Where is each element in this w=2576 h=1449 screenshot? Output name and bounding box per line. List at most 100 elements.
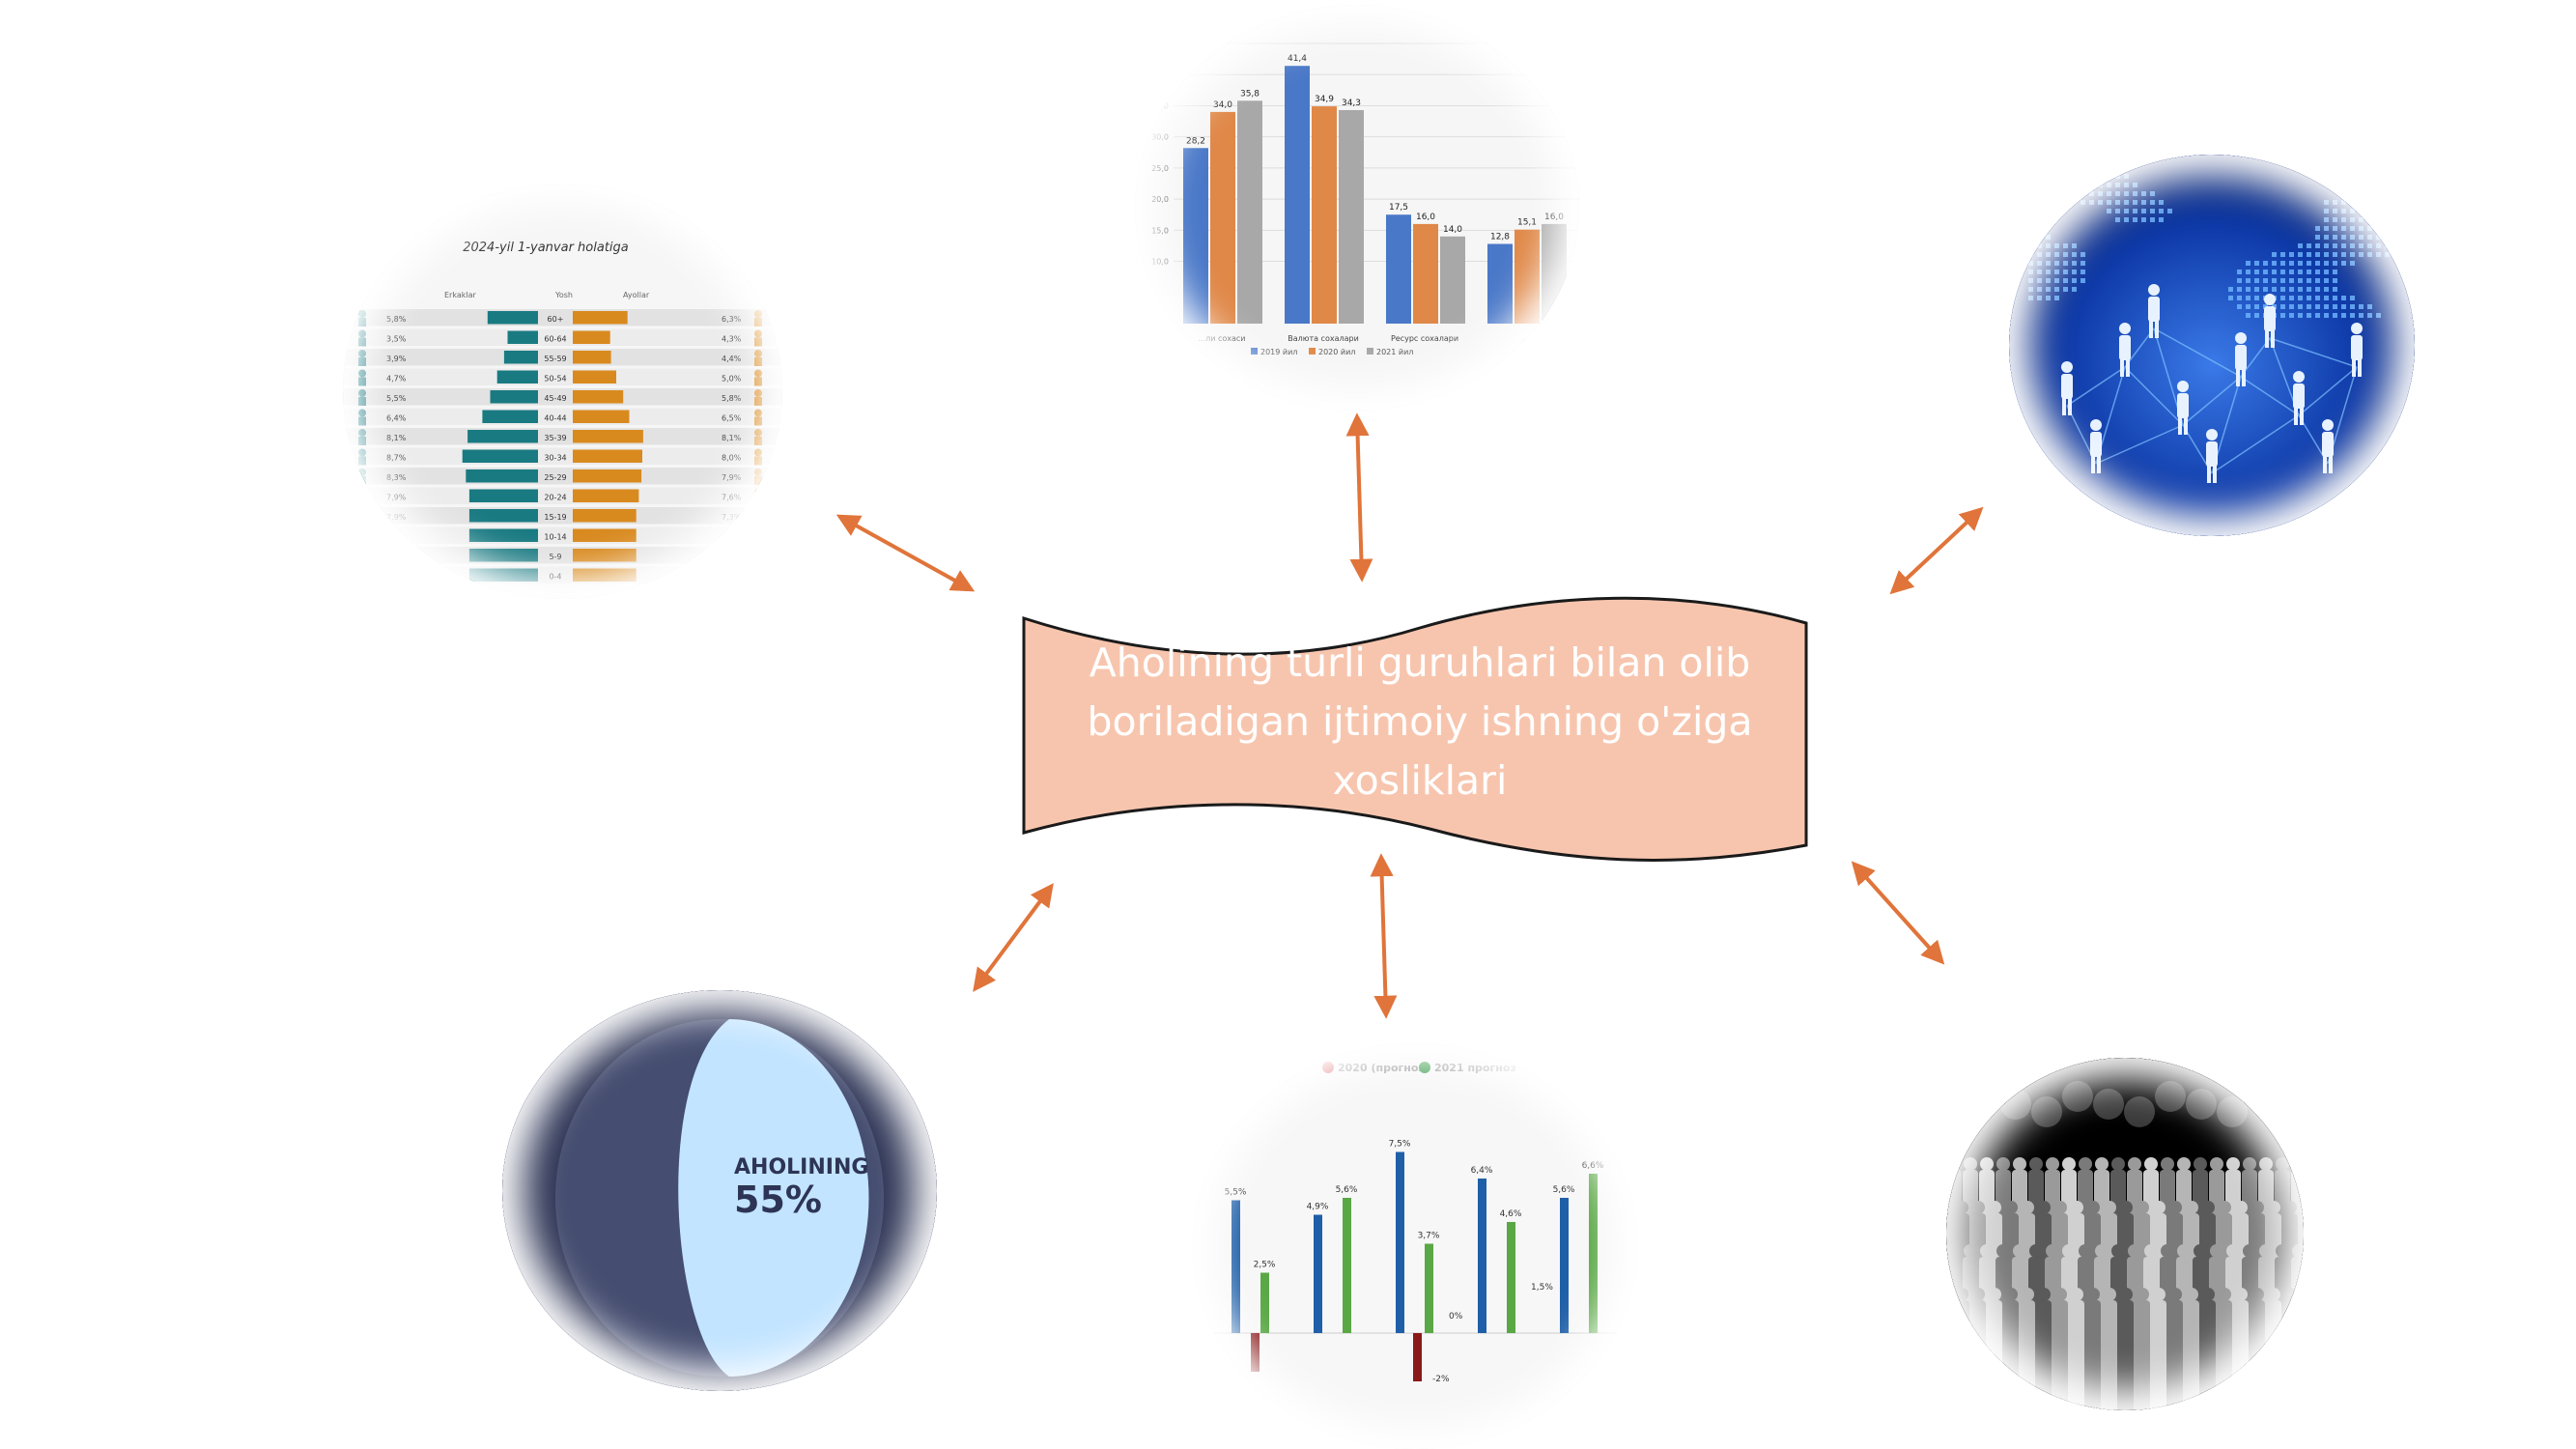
legend-label: 2021 йил [1376, 348, 1413, 356]
pyramid-female-share: 6,3% [722, 315, 742, 324]
pyramid-female-bar [573, 449, 642, 463]
map-dot [2246, 261, 2250, 266]
pyramid-male-share: 8,1% [386, 434, 407, 442]
category-label: Ресурс сохалари [1391, 334, 1458, 343]
map-dot [2280, 278, 2285, 283]
pyramid-row-bg [343, 349, 782, 366]
person-leg [2149, 321, 2153, 338]
person-body [2206, 441, 2218, 467]
crowd-background-head [2124, 1096, 2155, 1127]
crowd-head [2086, 1288, 2100, 1301]
map-dot [2098, 200, 2103, 205]
map-dot [2237, 296, 2242, 300]
pie-graphic: AHOLINING 55% [502, 990, 937, 1391]
network-graphic [2009, 155, 2415, 536]
bar-value-label: 34,0 [1213, 100, 1232, 110]
bar-value-label: 4,9% [1307, 1203, 1329, 1212]
crowd-head [2243, 1244, 2256, 1258]
map-dot [2263, 270, 2268, 274]
map-dot [2159, 217, 2164, 222]
pyramid-row-bg [343, 309, 782, 327]
map-dot [2307, 296, 2311, 300]
crowd-head [2037, 1288, 2051, 1301]
map-dot [2289, 261, 2294, 266]
map-dot [2254, 261, 2259, 266]
map-dot [2054, 261, 2059, 266]
map-dot [2246, 278, 2250, 283]
legend-dot [1419, 1062, 1430, 1073]
pyramid-female-share: 4,3% [722, 335, 742, 344]
map-dot [2367, 313, 2372, 318]
legend-label: 2021 прогноз [1434, 1062, 1516, 1074]
crowd-body [2135, 1300, 2150, 1410]
bar-value-label: 5,5% [1225, 1188, 1247, 1198]
pyramid-female-share: 5,8% [722, 394, 742, 403]
pyramid-age-label: 50-54 [544, 375, 566, 384]
male-person-icon [358, 448, 366, 457]
crowd-head [2276, 1157, 2289, 1171]
bar-value-label: 16,0 [1416, 213, 1435, 222]
map-dot [2107, 191, 2111, 196]
map-dot [2298, 261, 2303, 266]
bar [1343, 1198, 1351, 1333]
bar-chart-top-graphic: 45,040,035,030,025,020,015,010,028,234,0… [1135, 5, 1579, 411]
crowd-head [2210, 1157, 2223, 1171]
map-dot [2324, 287, 2329, 292]
bar-value-label: 12,8 [1490, 233, 1510, 242]
male-person-icon [358, 369, 366, 378]
bar-value-label: 41,4 [1288, 54, 1307, 64]
person-body [2322, 432, 2334, 457]
female-person-icon-body [754, 318, 762, 327]
network-link [2240, 376, 2300, 416]
female-person-icon [754, 469, 762, 476]
crowd-body [2151, 1300, 2166, 1410]
map-dot [2333, 235, 2337, 240]
pyramid-male-bar [468, 528, 538, 542]
crowd-head [2152, 1288, 2166, 1301]
person-head [2177, 381, 2189, 392]
pyramid-female-bar [573, 489, 639, 502]
map-dot [2141, 209, 2146, 213]
person-leg [2155, 321, 2159, 338]
map-dot [2289, 270, 2294, 274]
map-dot [2298, 278, 2303, 283]
crowd-head [2070, 1201, 2083, 1214]
map-dot [2298, 270, 2303, 274]
person-head [2119, 323, 2131, 334]
map-dot [2237, 278, 2242, 283]
person-body [2119, 335, 2131, 360]
person-body [2148, 297, 2160, 322]
crowd-head [2226, 1157, 2240, 1171]
map-dot [2324, 217, 2329, 222]
male-person-icon [358, 329, 366, 338]
female-person-icon [754, 310, 762, 318]
map-dot [2324, 261, 2329, 266]
pyramid-header-right: Ayollar [623, 291, 650, 299]
crowd-body [2052, 1300, 2068, 1410]
person-leg [2207, 466, 2211, 483]
category-label: Валюта сохалари [1288, 334, 1359, 343]
map-dot [2298, 287, 2303, 292]
pyramid-row-bg [343, 447, 782, 465]
map-dot [2054, 252, 2059, 257]
map-dot [2324, 278, 2329, 283]
map-dot [2359, 313, 2364, 318]
pyramid-age-label: 30-34 [544, 454, 566, 463]
pyramid-female-bar [573, 509, 637, 523]
crowd-head [2136, 1288, 2149, 1301]
map-dot [2028, 296, 2033, 300]
network-link [2298, 366, 2358, 416]
crowd-head [2250, 1201, 2264, 1214]
map-dot [2350, 296, 2355, 300]
category-label: ...ли сохаси [1198, 334, 1245, 343]
legend-swatch [1309, 348, 1316, 355]
crowd-head [2128, 1157, 2141, 1171]
map-dot [2350, 226, 2355, 231]
map-dot [2272, 278, 2277, 283]
person-head [2061, 361, 2073, 373]
bar-chart-bottom-marks: 2020 (прогноз)2021 прогноз5,5%2,5%4,9%5,… [1212, 1062, 1637, 1384]
male-person-icon-body [358, 357, 366, 366]
pyramid-male-bar [487, 311, 538, 325]
map-dot [2150, 209, 2155, 213]
crowd-figures [1946, 1081, 2304, 1410]
